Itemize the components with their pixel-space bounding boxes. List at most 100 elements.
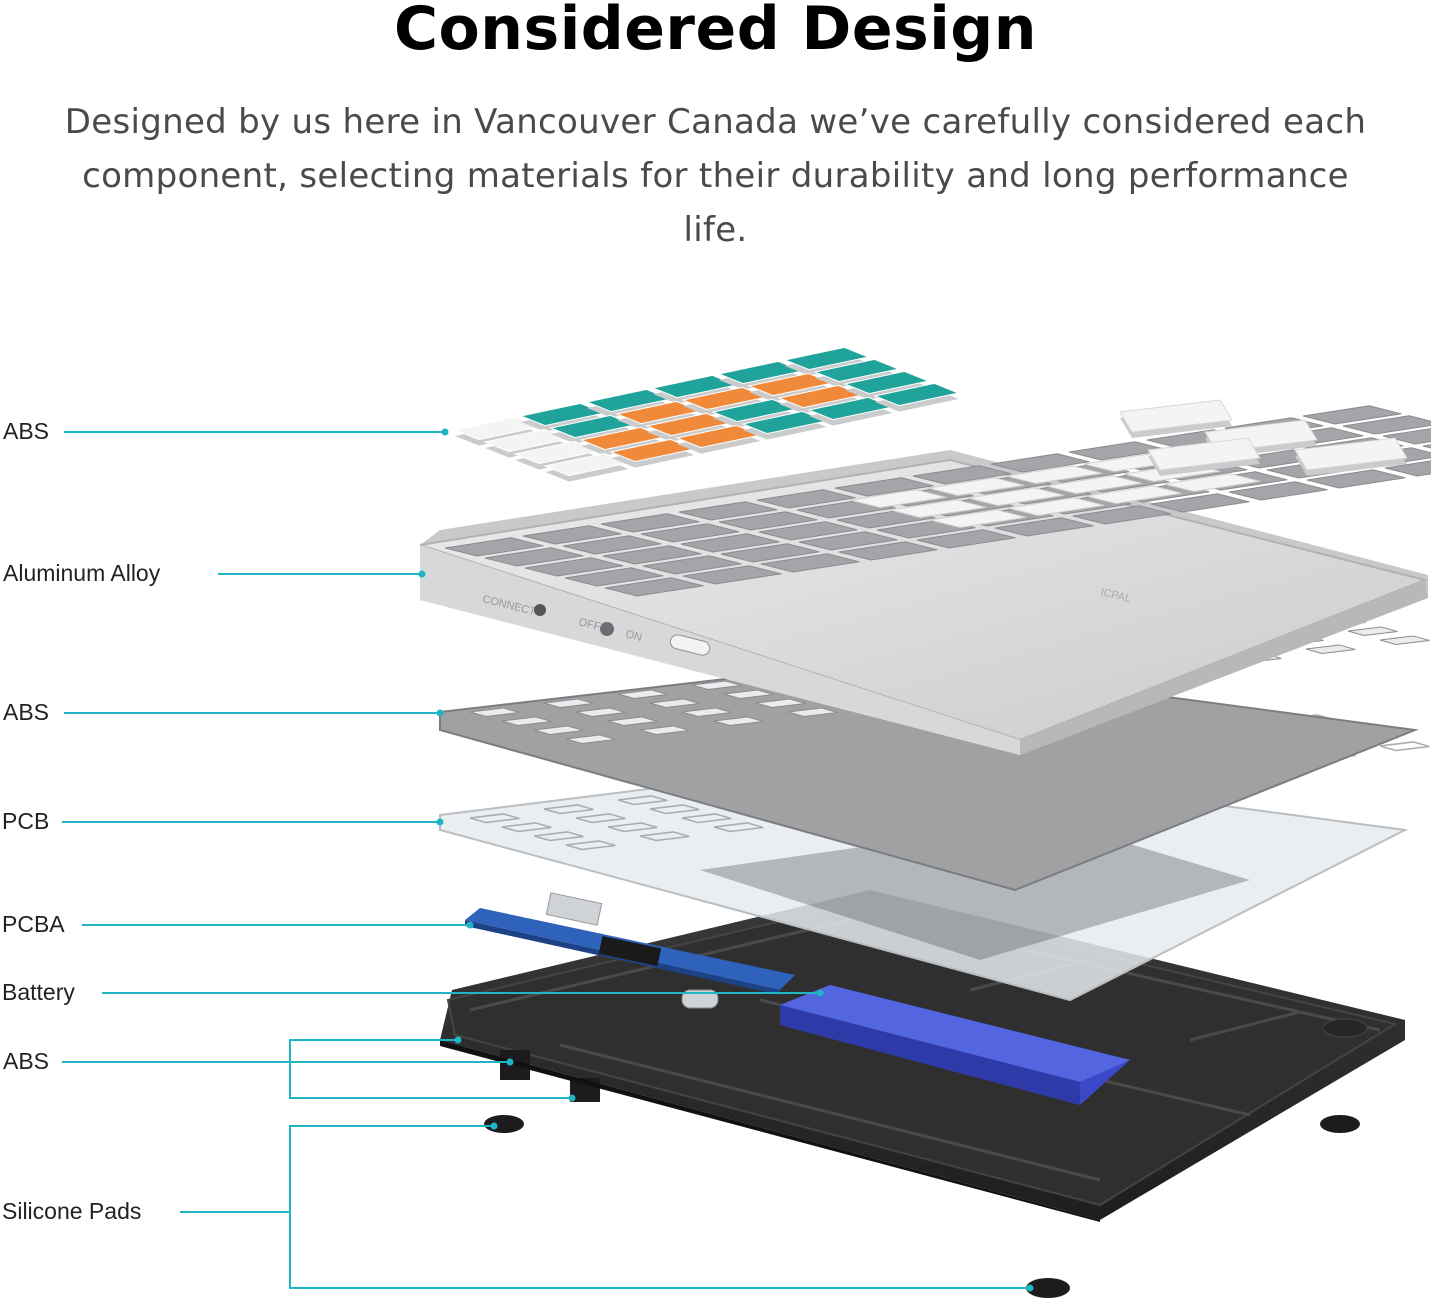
plate-cutout xyxy=(617,689,668,700)
leader-dots xyxy=(418,428,1034,1292)
plate-cutout xyxy=(607,716,658,727)
media-keycap xyxy=(1085,485,1183,505)
callout-label-plate: ABS xyxy=(3,699,50,725)
plate-cutout xyxy=(723,689,774,700)
plate-cutout xyxy=(755,698,806,709)
battery xyxy=(681,985,1130,1105)
media-keycap xyxy=(929,509,1027,529)
connect-button xyxy=(534,604,546,616)
frame-cutout xyxy=(1384,460,1431,477)
plate-cutout xyxy=(543,698,594,709)
off-label: OFF xyxy=(577,616,602,633)
aluminum-frame: CONNECT OFF ON ICPAL xyxy=(419,405,1431,755)
pcb-socket xyxy=(575,813,626,824)
frame-cutout xyxy=(718,511,818,531)
plate-cutout xyxy=(713,716,764,727)
frame-cutout xyxy=(798,531,898,551)
leader-lines xyxy=(62,431,1030,1289)
silicone-pad xyxy=(1026,1278,1070,1298)
keycap xyxy=(873,382,961,407)
frame-cutout xyxy=(1306,469,1406,489)
power-switch xyxy=(600,622,614,636)
arrow-keycap xyxy=(1294,437,1408,471)
frame-cutout xyxy=(642,555,742,575)
frame-cutout xyxy=(682,565,782,585)
silicone-pad xyxy=(484,1115,524,1133)
pcb-socket xyxy=(649,804,700,815)
plate-cutout xyxy=(1305,644,1356,655)
frame-cutout xyxy=(678,501,778,521)
frame-cutout xyxy=(994,517,1094,537)
pcb-socket xyxy=(607,822,658,833)
frame-cutout xyxy=(1342,415,1431,435)
frame-cutout xyxy=(522,525,622,545)
frame-cutout xyxy=(758,521,858,541)
frame-cutout xyxy=(564,567,664,587)
media-keycap xyxy=(1045,475,1143,495)
page-subtitle: Designed by us here in Vancouver Canada … xyxy=(64,102,1367,250)
arrow-keycap xyxy=(1147,437,1261,471)
usb-c-port xyxy=(669,634,711,656)
callout-label-pcba: PCBA xyxy=(2,911,65,937)
pcb-socket xyxy=(533,831,584,842)
media-keycap xyxy=(849,489,947,509)
frame-cutout xyxy=(1228,481,1328,501)
media-keycap xyxy=(1007,497,1105,517)
frame-cutout xyxy=(1150,493,1250,513)
frame-cutout xyxy=(600,513,700,533)
plate-cutout xyxy=(639,725,690,736)
plate-cutout xyxy=(787,707,838,718)
callout-label-frame: Aluminum Alloy xyxy=(3,560,161,586)
frame-cutout xyxy=(484,547,584,567)
callout-label-base: ABS xyxy=(3,1048,50,1074)
keycap xyxy=(783,346,871,371)
pcb-socket xyxy=(1379,741,1430,752)
pcb-socket xyxy=(617,795,668,806)
arrow-keycap xyxy=(1119,399,1233,433)
frame-cutout xyxy=(1302,405,1402,425)
frame-cutout xyxy=(760,553,860,573)
media-keycap xyxy=(967,487,1065,507)
frame-cutout xyxy=(838,541,938,561)
frame-cutout xyxy=(444,537,544,557)
plate-cutout xyxy=(501,716,552,727)
pcb-socket xyxy=(565,840,616,851)
pcba xyxy=(465,892,795,995)
frame-cutout xyxy=(604,577,704,597)
frame-cutout xyxy=(1072,505,1172,525)
frame-cutout xyxy=(680,533,780,553)
frame-cutout xyxy=(1422,444,1431,449)
frame-cutout xyxy=(916,529,1016,549)
keycaps xyxy=(453,346,1408,529)
plate-cutout xyxy=(681,707,732,718)
frame-cutout xyxy=(640,523,740,543)
keycap xyxy=(843,370,931,395)
plate-cutout xyxy=(575,707,626,718)
frame-cutout xyxy=(720,543,820,563)
frame-cutout xyxy=(990,453,1090,473)
callout-label-pads: Silicone Pads xyxy=(2,1198,142,1224)
keycap xyxy=(813,358,901,383)
plate-cutout xyxy=(691,680,742,691)
frame-cutout xyxy=(602,545,702,565)
plate-cutout xyxy=(649,698,700,709)
pcb-socket xyxy=(469,813,520,824)
plate-cutout xyxy=(565,734,616,745)
plate-cutout xyxy=(533,725,584,736)
plate-cutout xyxy=(1347,626,1398,637)
silicone-pad xyxy=(1320,1115,1360,1133)
leader-bracket xyxy=(289,1039,572,1099)
page-title: Considered Design xyxy=(394,0,1037,64)
callout-label-pcb: PCB xyxy=(2,808,50,834)
frame-cutout xyxy=(1382,428,1431,445)
media-keycap xyxy=(927,477,1025,497)
frame-cutout xyxy=(834,477,934,497)
media-keycap xyxy=(889,499,987,519)
on-label: ON xyxy=(624,628,643,644)
plate-cutout xyxy=(1379,635,1430,646)
leader-bracket xyxy=(289,1125,1030,1289)
media-keycap xyxy=(1163,473,1261,493)
callout-label-battery: Battery xyxy=(2,979,75,1005)
frame-cutout xyxy=(912,465,1012,485)
